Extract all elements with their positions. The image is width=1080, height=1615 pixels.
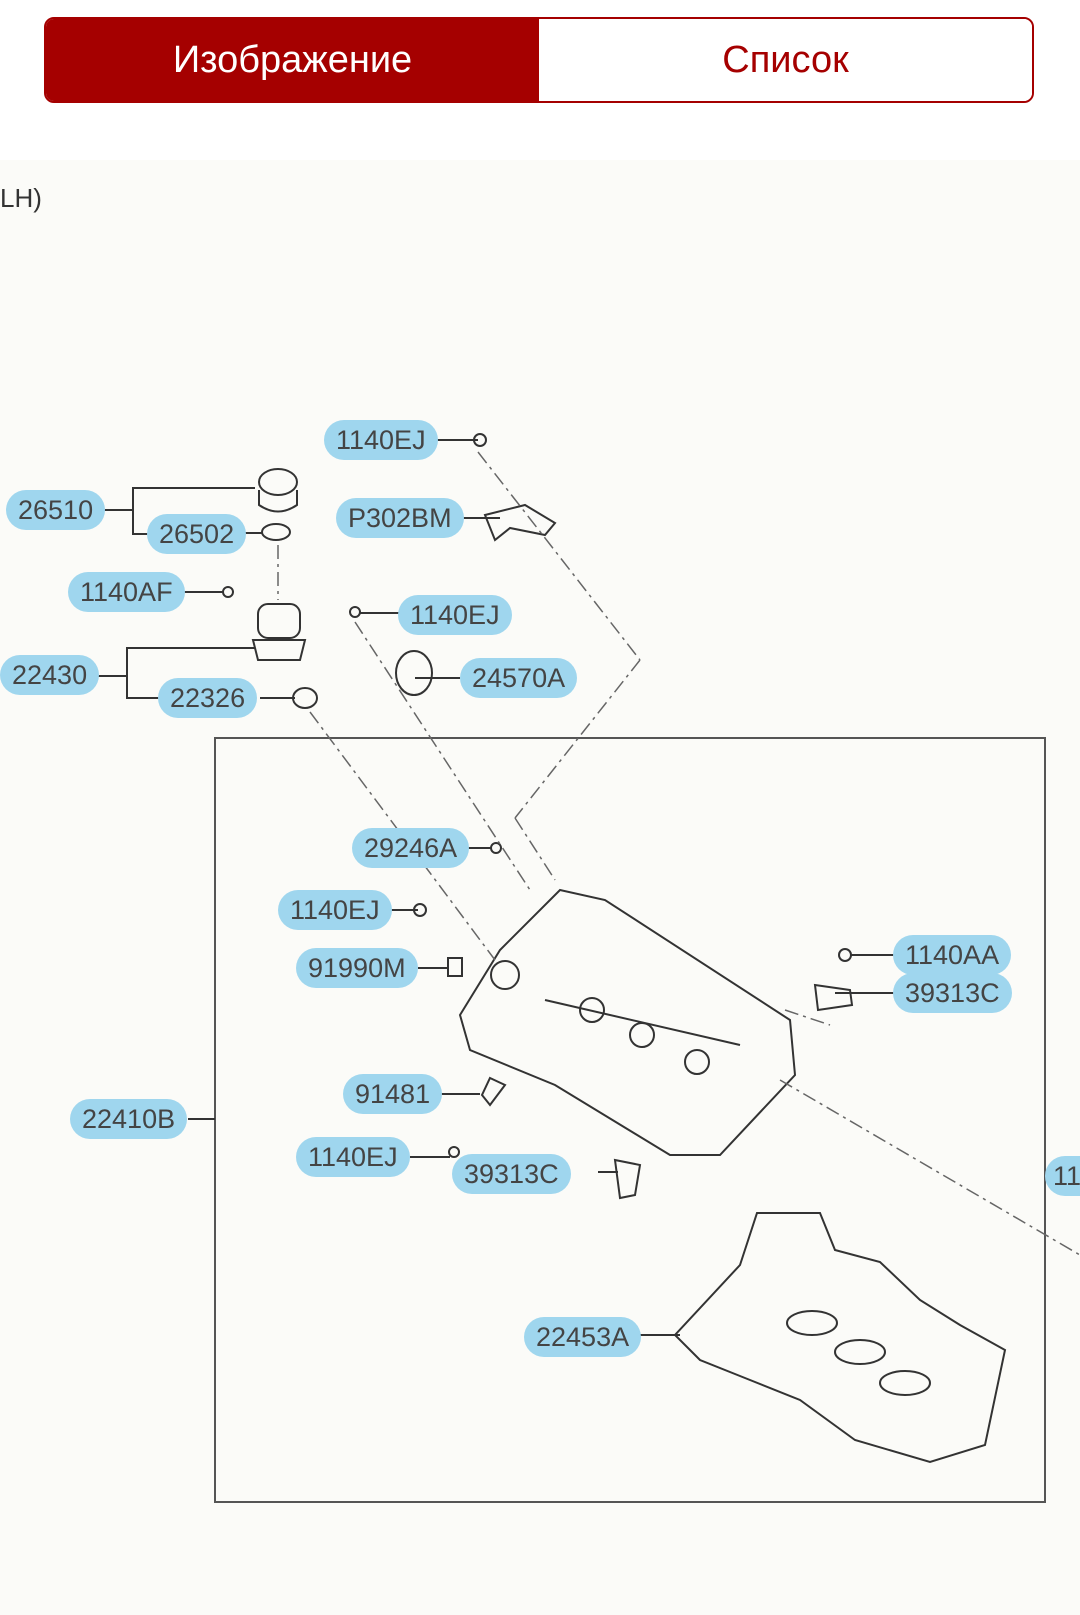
callout-part[interactable]: 29246A (352, 828, 470, 868)
callout-part[interactable]: 22410B (70, 1099, 188, 1139)
callout-part[interactable]: 22453A (524, 1317, 642, 1357)
callout-part[interactable]: 1140EJ (324, 420, 438, 460)
callout-part[interactable]: 1140AF (68, 572, 185, 612)
callout-part[interactable]: 39313C (452, 1154, 571, 1194)
diagram-drawing (95, 433, 1080, 1503)
callout-part[interactable]: 91990M (296, 948, 418, 988)
callout-part[interactable]: 22326 (158, 678, 258, 718)
callout-part[interactable]: 24570A (460, 658, 578, 698)
callout-part[interactable]: 1140EJ (278, 890, 392, 930)
callout-part[interactable]: 1140EJ (296, 1137, 410, 1177)
callout-part[interactable]: 26510 (6, 490, 106, 530)
callout-part[interactable]: 26502 (147, 514, 247, 554)
callout-part[interactable]: P302BM (336, 498, 464, 538)
tab-list[interactable]: Список (539, 19, 1032, 101)
callout-part[interactable]: 11 (1045, 1156, 1080, 1196)
callout-part[interactable]: 39313C (893, 973, 1012, 1013)
tab-image[interactable]: Изображение (46, 19, 539, 101)
callout-part[interactable]: 22430 (0, 655, 100, 695)
callout-part[interactable]: 1140EJ (398, 595, 512, 635)
parts-diagram: LH) 1140EJ 26510 26502 P302BM 1140AF 114… (0, 160, 1080, 1615)
view-side-label: LH) (0, 183, 42, 213)
view-toggle: Изображение Список (44, 17, 1034, 103)
callout-part[interactable]: 91481 (343, 1074, 443, 1114)
callout-part[interactable]: 1140AA (893, 935, 1012, 975)
